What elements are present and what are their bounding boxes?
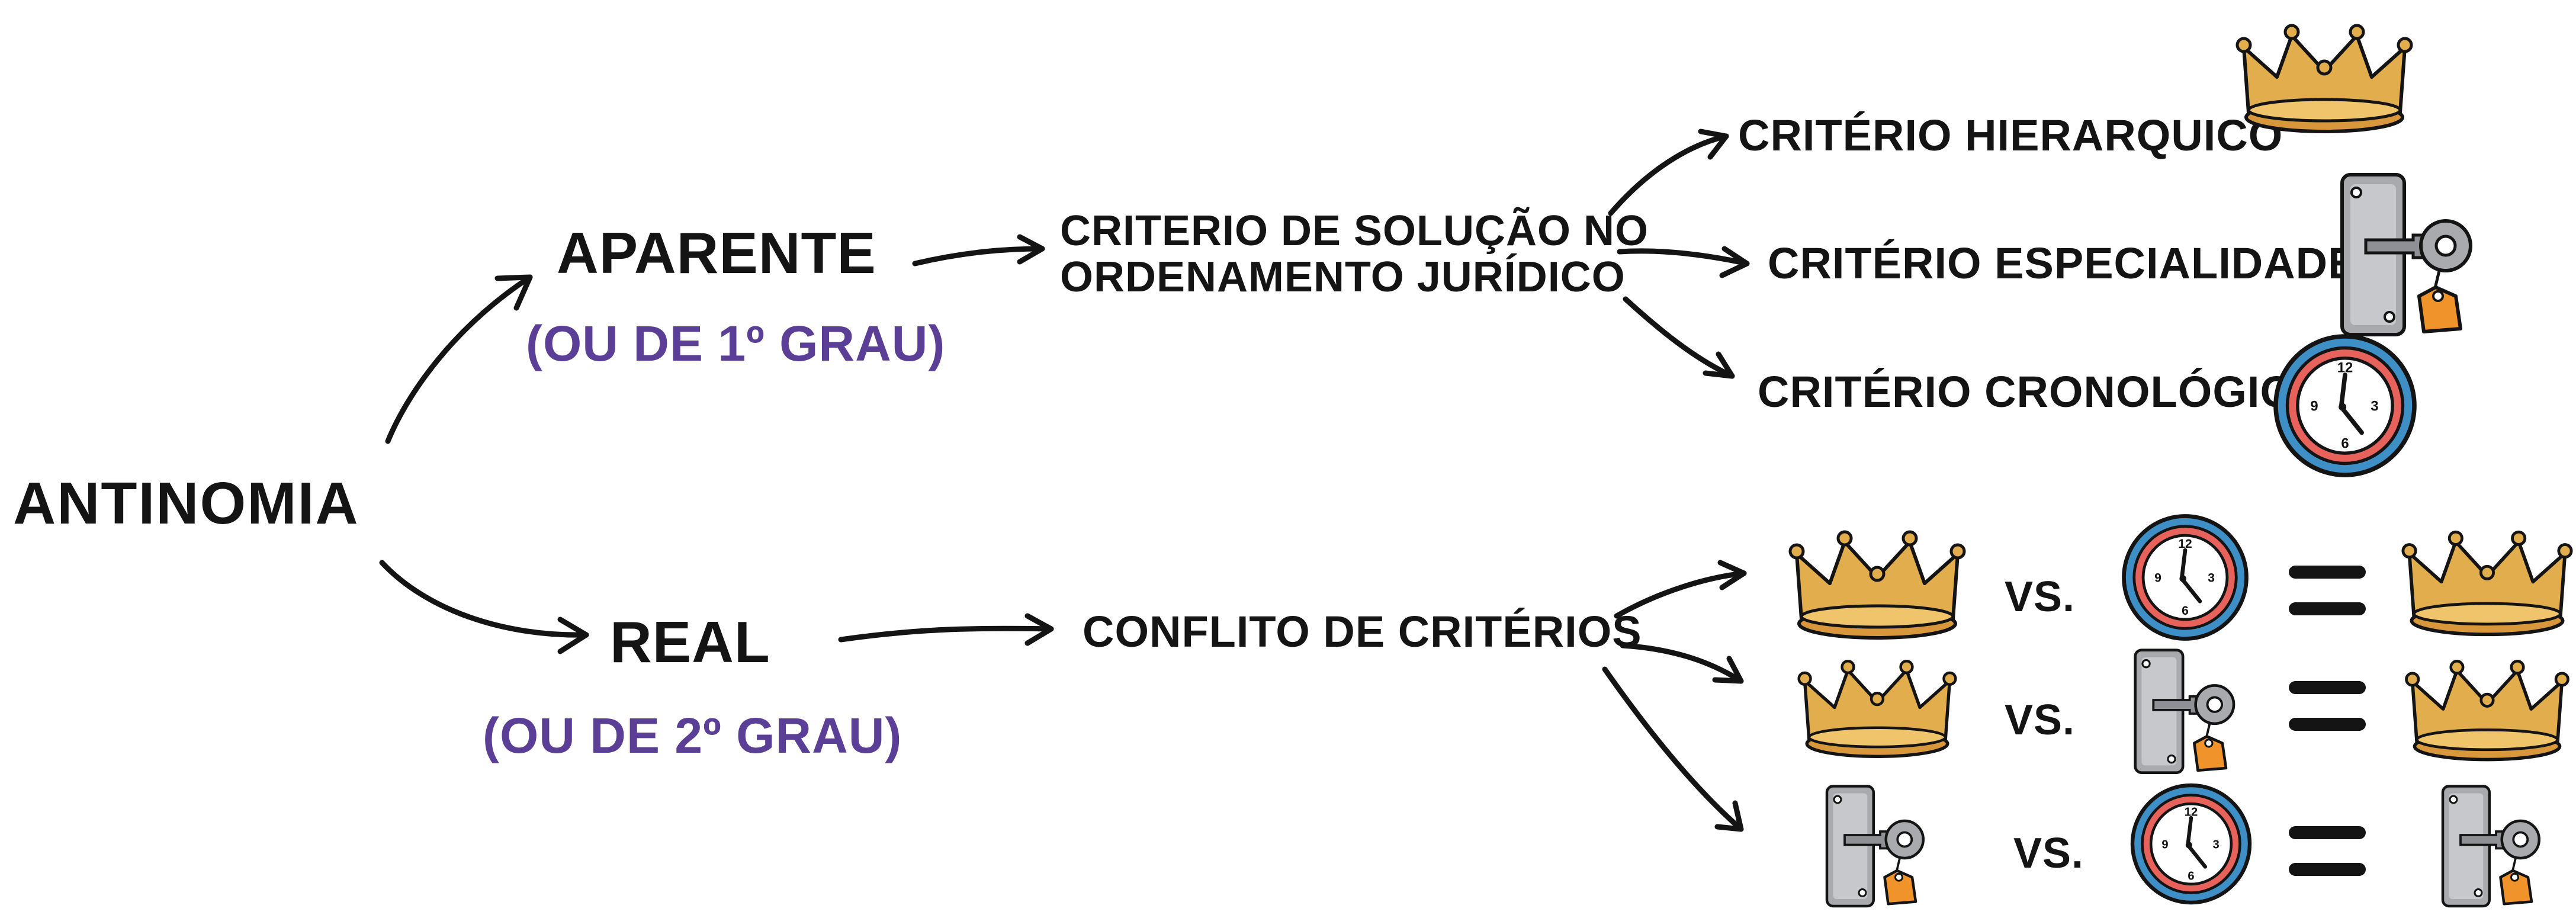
key-lock-icon — [2434, 782, 2549, 915]
arrow-to-conflict-2 — [1620, 643, 1744, 684]
arrow-real-conflito — [838, 625, 1054, 643]
arrow-to-cronologico — [1623, 296, 1735, 379]
clock-numeral: 6 — [2182, 604, 2189, 618]
criterio-hierarquico: CRITÉRIO HIERARQUICO — [1738, 111, 2283, 160]
real-label: REAL — [610, 609, 770, 675]
clock-numeral: 9 — [2154, 572, 2161, 585]
crown-icon — [2235, 12, 2413, 136]
crown-icon — [1797, 648, 1957, 761]
clock-numeral: 12 — [2185, 805, 2198, 818]
solucao-label: CRITERIO DE SOLUÇÃO NO ORDENAMENTO JURÍD… — [1060, 207, 1649, 301]
clock-icon: 12 3 6 9 — [2117, 509, 2253, 646]
vs-label: VS. — [2013, 830, 2084, 877]
clock-numeral: 12 — [2337, 360, 2353, 376]
clock-numeral: 6 — [2188, 870, 2194, 883]
clock-numeral: 9 — [2161, 838, 2168, 851]
clock-icon: 12 3 6 9 — [2126, 779, 2256, 909]
aparente-sub: (OU DE 1º GRAU) — [526, 316, 946, 371]
key-lock-icon — [1818, 782, 1933, 915]
clock-numeral: 6 — [2341, 436, 2349, 452]
arrow-aparente-solucao — [912, 246, 1045, 267]
criterio-especialidade: CRITÉRIO ESPECIALIDADE — [1768, 239, 2358, 288]
arrow-to-hierarquico — [1608, 133, 1729, 216]
clock-numeral: 12 — [2178, 537, 2192, 551]
crown-icon — [2401, 518, 2573, 640]
clock-numeral: 3 — [2371, 399, 2378, 415]
criterio-cronologico: CRITÉRIO CRONOLÓGICO — [1758, 367, 2327, 416]
root-label: ANTINOMIA — [13, 470, 359, 537]
vs-label: VS. — [2005, 696, 2076, 744]
arrow-to-conflict-1 — [1614, 570, 1747, 619]
solucao-line1: CRITERIO DE SOLUÇÃO NO — [1060, 207, 1649, 255]
key-lock-icon — [2126, 646, 2244, 782]
clock-numeral: 9 — [2310, 399, 2318, 415]
key-lock-icon — [2330, 169, 2484, 346]
arrow-antinomia-aparente — [385, 274, 533, 444]
clock-numeral: 3 — [2213, 838, 2220, 851]
crown-icon — [2404, 648, 2570, 764]
crown-icon — [1788, 518, 1966, 643]
arrow-to-especialidade — [1617, 248, 1750, 267]
conflito-label: CONFLITO DE CRITÉRIOS — [1083, 607, 1642, 656]
clock-numeral: 3 — [2208, 572, 2215, 585]
arrow-antinomia-real — [379, 560, 589, 638]
real-sub: (OU DE 2º GRAU) — [483, 708, 902, 763]
vs-label: VS. — [2005, 573, 2076, 621]
arrow-to-conflict-3 — [1602, 666, 1744, 832]
aparente-label: APARENTE — [557, 220, 876, 285]
clock-icon: 12 3 6 9 — [2268, 329, 2422, 483]
solucao-line2: ORDENAMENTO JURÍDICO — [1060, 253, 1626, 301]
